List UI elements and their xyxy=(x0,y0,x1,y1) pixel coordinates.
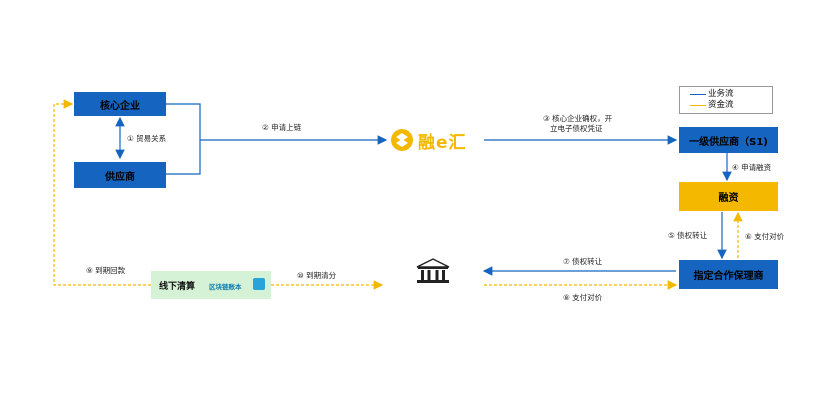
label-apply-chain: ② 申请上链 xyxy=(262,123,302,132)
label-repay9: ⑨ 到期回款 xyxy=(86,266,126,275)
apply-chain-arrow xyxy=(166,103,201,175)
rongehui-logo: 融e汇 xyxy=(390,128,467,153)
bank-icon xyxy=(416,258,450,283)
label-transfer5: ⑤ 债权转让 xyxy=(668,231,708,240)
label-apply-finance: ④ 申请融资 xyxy=(732,163,772,172)
legend-business: 业务流 xyxy=(708,89,734,99)
factor-node: 指定合作保理商 xyxy=(679,260,778,289)
label-confirm-1: ③ 核心企业确权，开 xyxy=(543,114,613,123)
legend: 业务流 资金流 xyxy=(679,86,773,114)
offline-settlement-node: 线下清算 区块链账本 xyxy=(151,271,271,299)
label-confirm-2: 立电子债权凭证 xyxy=(550,124,603,133)
logo-text: 融e汇 xyxy=(418,132,467,153)
label-trade: ① 贸易关系 xyxy=(127,134,167,143)
rongehui-logo-icon xyxy=(391,129,413,151)
tier1-supplier-node: 一级供应商（S1) xyxy=(679,127,778,153)
legend-funds: 资金流 xyxy=(708,100,734,110)
offline-title: 线下清算 xyxy=(159,282,196,292)
label-transfer7: ⑦ 债权转让 xyxy=(563,257,603,266)
blockchain-ledger-label: 区块链账本 xyxy=(209,283,242,291)
core-enterprise-node: 核心企业 xyxy=(74,92,166,116)
repay9-arrow xyxy=(53,99,151,286)
ledger-icon xyxy=(253,278,265,290)
label-pay6: ⑥ 支付对价 xyxy=(745,232,785,241)
label-pay8: ⑧ 支付对价 xyxy=(563,293,603,302)
label-settle10: ⑩ 到期清分 xyxy=(297,271,337,280)
finance-node: 融资 xyxy=(679,182,778,211)
supplier-node: 供应商 xyxy=(74,162,166,188)
